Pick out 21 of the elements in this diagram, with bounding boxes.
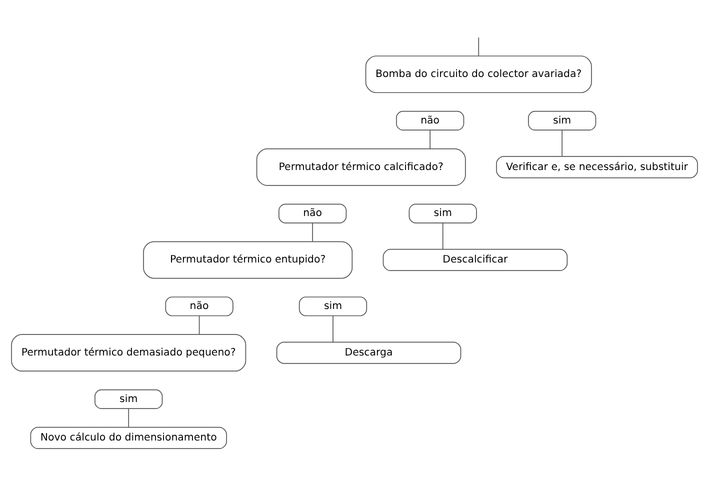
node-box: Descarga <box>276 342 462 364</box>
node-box: Bomba do circuito do colector avariada? <box>365 56 592 94</box>
node-box: Verificar e, se necessário, substituir <box>496 156 698 178</box>
node-box: Permutador térmico demasiado pequeno? <box>11 334 246 372</box>
node-box: Novo cálculo do dimensionamento <box>30 426 227 450</box>
node-box: sim <box>94 389 163 409</box>
connector <box>198 315 200 335</box>
node-box: Permutador térmico calcificado? <box>256 148 466 186</box>
connector <box>478 37 480 56</box>
node-box: Descalcificar <box>382 248 568 272</box>
node-box: não <box>278 204 347 224</box>
connector <box>312 222 313 242</box>
node-box: sim <box>298 296 368 316</box>
connector <box>332 315 334 343</box>
node-box: Permutador térmico entupido? <box>143 241 353 279</box>
node-box: não <box>396 110 464 131</box>
connector <box>128 408 130 428</box>
connector <box>442 222 444 250</box>
node-box: sim <box>528 110 596 131</box>
node-box: não <box>165 296 234 316</box>
node-box: sim <box>408 204 477 224</box>
